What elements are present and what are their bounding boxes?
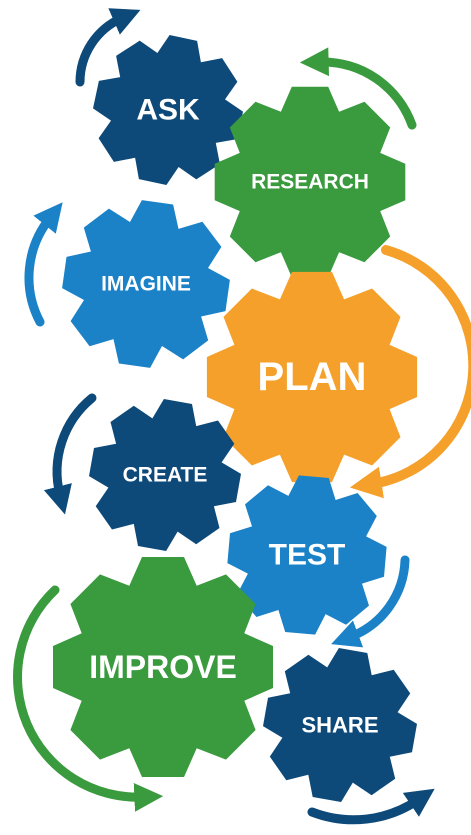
arrow-share [307,788,435,825]
arrow-research [299,47,417,130]
arrow-test [331,555,410,648]
gear-test-label: TEST [269,539,346,572]
gear-research-shape [214,86,406,278]
gear-plan: PLAN [206,271,418,483]
gear-create: CREATE [89,399,241,551]
gear-imagine-shape [62,200,230,368]
gear-improve: IMPROVE [53,557,273,777]
arrow-create [43,393,97,515]
arrow-ask [75,8,141,87]
gear-share: SHARE [263,648,417,802]
gear-research: RESEARCH [214,86,406,278]
gear-share-label: SHARE [301,713,378,738]
gear-share-shape [263,648,417,802]
gear-ask: ASK [93,35,243,185]
gear-imagine-label: IMAGINE [101,273,191,296]
gear-improve-label: IMPROVE [89,649,237,685]
gear-ask-label: ASK [136,94,200,127]
gear-test: TEST [227,475,387,635]
gear-research-label: RESEARCH [251,171,369,194]
arrow-improve [13,585,164,812]
gear-imagine: IMAGINE [62,200,230,368]
gear-plan-label: PLAN [258,355,367,399]
gear-create-shape [89,399,241,551]
gear-improve-shape [53,557,273,777]
gear-plan-shape [206,271,418,483]
arrow-plan [349,245,471,499]
gear-ask-shape [93,35,243,185]
gear-create-label: CREATE [123,464,208,487]
gear-test-shape [227,475,387,635]
arrow-imagine [24,202,63,327]
